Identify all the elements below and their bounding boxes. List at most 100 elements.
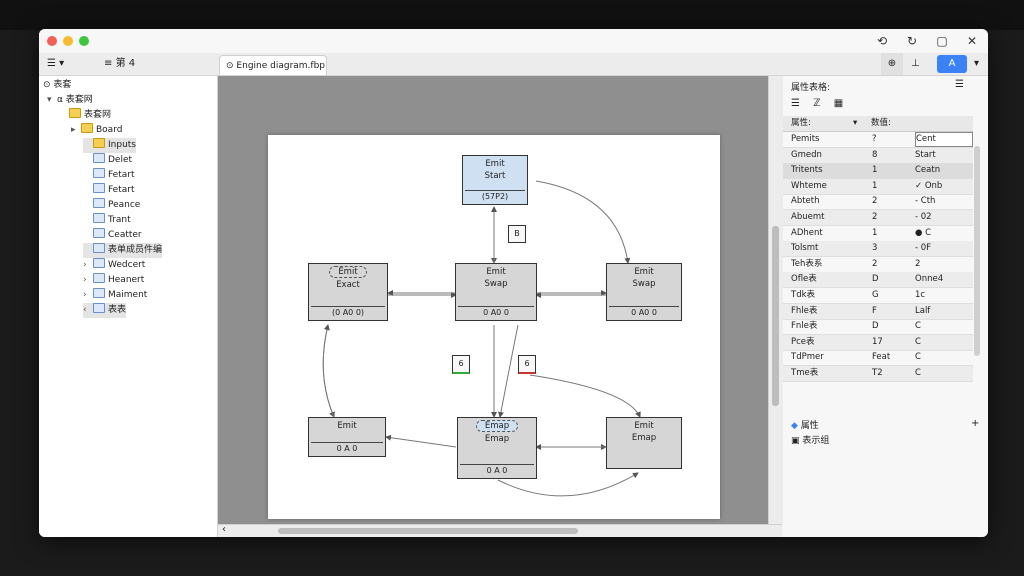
refresh-icon[interactable]: ⟲ <box>876 34 888 48</box>
document-tab[interactable]: ⊙ Engine diagram.fbp ✕ <box>219 55 327 75</box>
minimize-dot[interactable] <box>63 36 73 46</box>
node-port-row[interactable]: (57P2) <box>465 190 525 202</box>
node-port-row[interactable]: 0 A 0 <box>311 442 383 454</box>
property-value[interactable]: Lalf <box>915 305 931 316</box>
property-value[interactable]: ✓ Onb <box>915 180 943 191</box>
badge-left[interactable]: 6 <box>452 355 470 374</box>
property-row[interactable]: Pemits?Cent <box>783 132 973 148</box>
pin-icon[interactable]: ⊕ <box>881 53 903 75</box>
section-properties[interactable]: ◆ 属性 <box>791 421 819 431</box>
tree-item[interactable]: Fetart <box>83 183 135 198</box>
window-icon[interactable]: ▢ <box>936 34 948 48</box>
tree-item[interactable]: Fetart <box>83 168 135 183</box>
sort-icon[interactable]: ℤ <box>813 98 821 109</box>
property-value[interactable]: ● C <box>915 227 932 238</box>
tree-item[interactable]: 表单成员件编 <box>83 243 163 258</box>
property-value[interactable]: C <box>915 352 921 363</box>
tree-item[interactable]: ▾α 表套网 <box>47 93 93 108</box>
badge-right[interactable]: 6 <box>518 355 536 374</box>
property-value[interactable]: Ceatn <box>915 165 941 176</box>
tree-caret-icon[interactable]: ▾ <box>47 95 52 105</box>
pushpin-icon[interactable]: ⊥ <box>911 58 920 69</box>
section-groups[interactable]: ▣ 表示组 <box>791 436 830 446</box>
node-port-row[interactable]: 0 A0 0 <box>609 306 679 318</box>
tree-item[interactable]: Inputs <box>83 138 136 153</box>
property-value[interactable]: C <box>915 321 921 332</box>
vertical-scrollbar[interactable] <box>768 76 783 524</box>
property-value[interactable]: - 02 <box>915 212 932 222</box>
property-value[interactable]: - Cth <box>915 196 936 207</box>
property-value[interactable]: Onne4 <box>915 274 944 285</box>
node-port-row[interactable]: 0 A0 0 <box>458 306 534 318</box>
property-value[interactable]: Cent <box>915 132 973 147</box>
tree-caret-icon[interactable]: › <box>83 275 87 285</box>
menu-icon[interactable]: ≡ <box>104 58 113 69</box>
maximize-dot[interactable] <box>79 36 89 46</box>
property-value[interactable]: Start <box>915 149 936 160</box>
tree-item[interactable]: Ceatter <box>83 228 142 243</box>
tree-item[interactable]: Peance <box>83 198 140 213</box>
tree-item[interactable]: ▸Board <box>71 123 122 138</box>
sync-icon[interactable]: ↻ <box>906 34 918 48</box>
property-value[interactable]: C <box>915 368 921 378</box>
grid-view-icon[interactable]: ▦ <box>833 98 844 109</box>
tree-item[interactable]: Trant <box>83 213 131 228</box>
vertical-scroll-thumb[interactable] <box>772 226 779 406</box>
list-view-icon[interactable]: ☰ <box>791 98 800 109</box>
property-value[interactable]: 1c <box>915 290 926 300</box>
tree-item[interactable]: 表套网 <box>59 108 111 123</box>
tree-item[interactable]: ›Wedcert <box>83 258 145 273</box>
property-value[interactable]: - 0F <box>915 243 932 254</box>
property-value[interactable]: C <box>915 336 921 347</box>
tree-item[interactable]: Delet <box>83 153 132 168</box>
tree-root[interactable]: ⊙ 表套 <box>43 80 72 90</box>
sort-down-icon[interactable]: ▾ <box>853 118 858 128</box>
overflow-chevron-icon[interactable]: ▾ <box>974 58 980 69</box>
panel-menu-icon[interactable]: ☰ <box>955 79 964 90</box>
tree-caret-icon[interactable]: › <box>83 290 87 300</box>
node-port-row[interactable]: (0 A0 0) <box>311 306 385 318</box>
badge-top[interactable]: B <box>508 225 526 243</box>
tree-caret-icon[interactable]: › <box>83 260 87 270</box>
tree-item[interactable]: ›Heanert <box>83 273 144 288</box>
tree-item[interactable]: ›Maiment <box>83 288 147 303</box>
scroll-left-icon[interactable]: ‹ <box>222 524 226 535</box>
add-icon[interactable]: + <box>971 418 980 429</box>
list-icon[interactable]: ☰ ▾ <box>47 58 65 69</box>
property-value[interactable]: 2 <box>915 258 921 269</box>
tree-item[interactable]: ‹表表 <box>83 303 127 318</box>
close-dot[interactable] <box>47 36 57 46</box>
tree-caret-icon[interactable]: ▸ <box>71 125 76 135</box>
close-icon[interactable]: ✕ <box>966 34 978 48</box>
tree-caret-icon[interactable]: ‹ <box>83 305 87 315</box>
properties-scrollbar[interactable] <box>974 146 980 356</box>
horizontal-scroll-thumb[interactable] <box>278 528 578 534</box>
primary-action-button[interactable]: A <box>937 55 967 73</box>
horizontal-scrollbar[interactable]: ‹ <box>218 524 782 537</box>
node-port-row[interactable]: 0 A 0 <box>460 464 534 476</box>
